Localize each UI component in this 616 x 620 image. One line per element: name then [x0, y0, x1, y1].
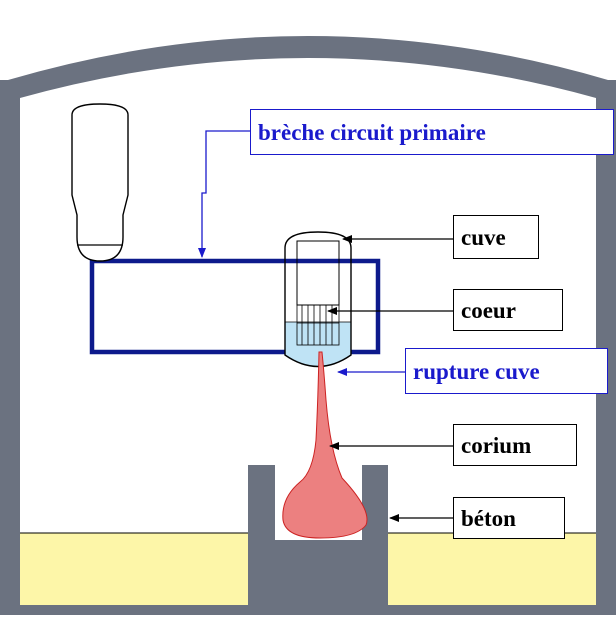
label-rupture-cuve: rupture cuve — [405, 348, 608, 394]
ground-left — [20, 533, 248, 605]
steam-generator — [71, 103, 129, 262]
label-corium: corium — [453, 424, 577, 466]
concrete-pit — [248, 465, 388, 605]
label-coeur: coeur — [453, 289, 563, 331]
reactor-core — [296, 304, 340, 346]
label-cuve: cuve — [453, 215, 539, 259]
label-breche-circuit-primaire: brèche circuit primaire — [250, 109, 614, 155]
arrow-breche — [198, 130, 250, 258]
primary-circuit-loop — [89, 258, 381, 355]
ground-right — [388, 533, 596, 605]
corium-flow — [282, 351, 368, 539]
label-beton: béton — [453, 497, 565, 539]
